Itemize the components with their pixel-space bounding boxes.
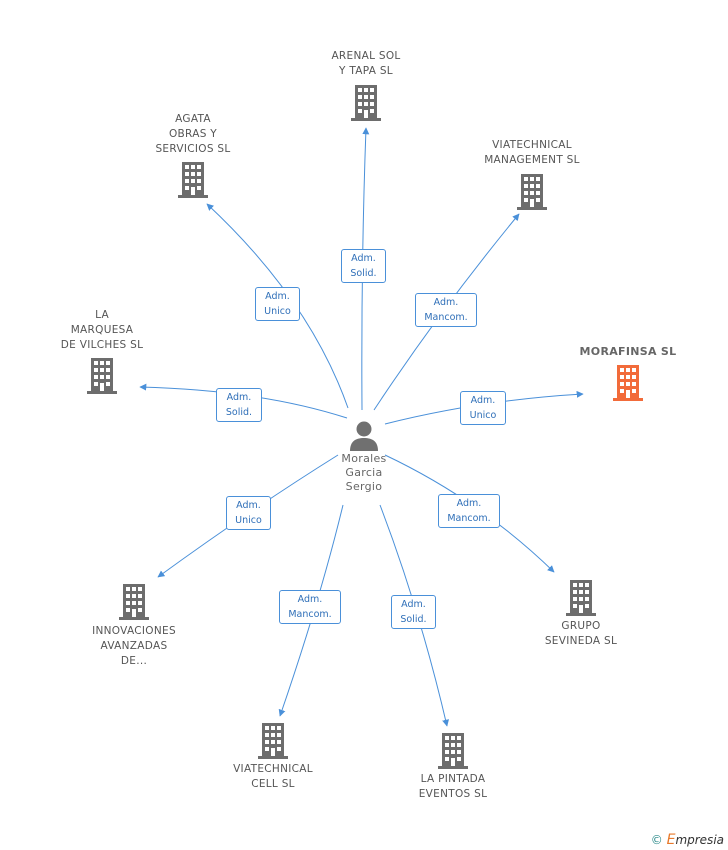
company-label: VIATECHNICAL CELL SL — [233, 763, 313, 790]
building-icon — [178, 162, 208, 198]
person-icon — [350, 421, 378, 451]
edge-label-agata: Adm. Unico — [255, 287, 300, 321]
building-icon — [613, 365, 643, 401]
building-icon — [566, 580, 596, 616]
edge-label-morafinsa: Adm. Unico — [460, 391, 506, 425]
company-node-pintada[interactable]: LA PINTADA EVENTOS SL — [398, 733, 508, 802]
company-node-marquesa[interactable]: LA MARQUESA DE VILCHES SL — [52, 308, 152, 394]
company-node-sevineda[interactable]: GRUPO SEVINEDA SL — [526, 580, 636, 649]
building-icon — [87, 358, 117, 394]
footer-brand: © Empresia — [651, 832, 724, 848]
edge-label-arenal: Adm. Solid. — [341, 249, 386, 283]
company-node-arenal[interactable]: ARENAL SOL Y TAPA SL — [316, 49, 416, 121]
building-icon — [438, 733, 468, 769]
edge-label-viatech-cell: Adm. Mancom. — [279, 590, 341, 624]
edge-label-pintada: Adm. Solid. — [391, 595, 436, 629]
copyright-symbol: © — [650, 833, 663, 847]
company-label: ARENAL SOL Y TAPA SL — [331, 50, 401, 77]
company-label: VIATECHNICAL MANAGEMENT SL — [484, 139, 580, 166]
company-label: LA PINTADA EVENTOS SL — [418, 773, 488, 800]
building-icon — [119, 584, 149, 620]
company-node-viatech-cell[interactable]: VIATECHNICAL CELL SL — [218, 723, 328, 792]
edge-label-sevineda: Adm. Mancom. — [438, 494, 500, 528]
person-name: Morales Garcia Sergio — [341, 452, 387, 493]
company-label: LA MARQUESA DE VILCHES SL — [60, 309, 144, 351]
edge-label-innovaciones: Adm. Unico — [226, 496, 271, 530]
brand-logo: Empresia — [666, 832, 724, 848]
edge-label-viatech-mgmt: Adm. Mancom. — [415, 293, 477, 327]
company-label: GRUPO SEVINEDA SL — [544, 620, 618, 647]
building-icon — [517, 174, 547, 210]
person-node[interactable]: Morales Garcia Sergio — [322, 420, 406, 494]
company-node-morafinsa[interactable]: MORAFINSA SL — [568, 344, 688, 401]
company-label: INNOVACIONES AVANZADAS DE... — [92, 625, 176, 667]
building-icon — [351, 85, 381, 121]
company-node-viatech-mgmt[interactable]: VIATECHNICAL MANAGEMENT SL — [472, 138, 592, 210]
company-label: AGATA OBRAS Y SERVICIOS SL — [155, 113, 231, 155]
company-label: MORAFINSA SL — [579, 345, 677, 358]
edge-label-marquesa: Adm. Solid. — [216, 388, 262, 422]
company-node-innovaciones[interactable]: INNOVACIONES AVANZADAS DE... — [74, 584, 194, 669]
company-node-agata[interactable]: AGATA OBRAS Y SERVICIOS SL — [143, 112, 243, 198]
building-icon — [258, 723, 288, 759]
